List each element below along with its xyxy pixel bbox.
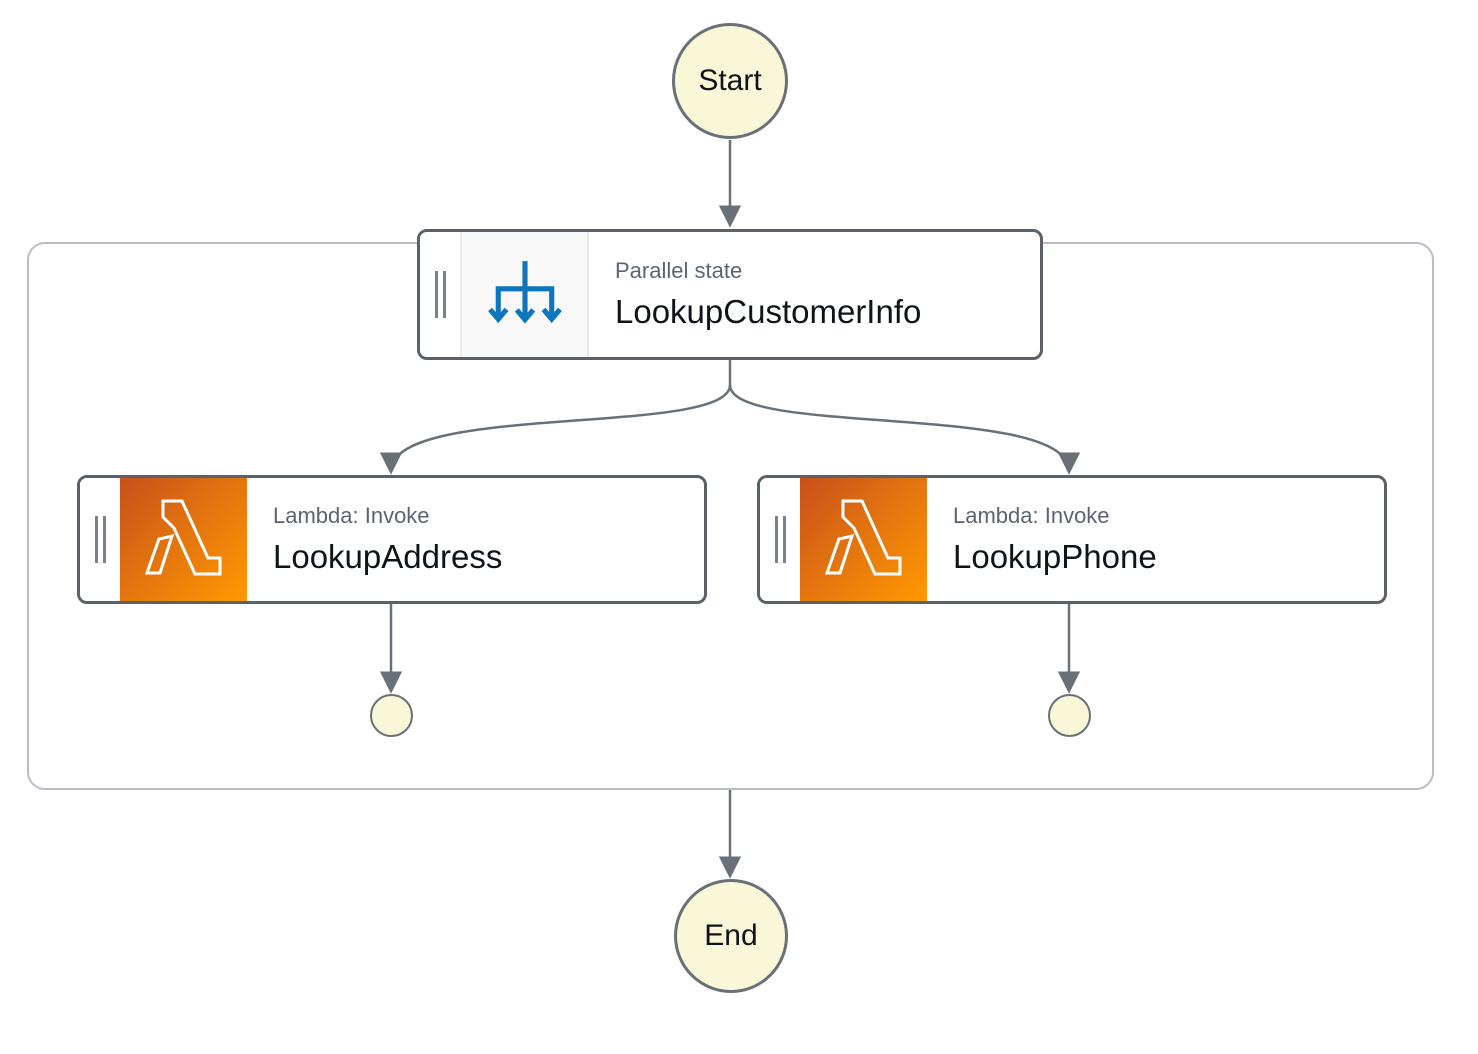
edge-fork-left xyxy=(379,384,732,475)
branch-terminal-node xyxy=(370,694,413,737)
parallel-fork-icon xyxy=(487,260,562,324)
parallel-state-name: LookupCustomerInfo xyxy=(615,293,922,330)
end-label: End xyxy=(704,919,758,952)
branch-terminal-node xyxy=(1048,694,1091,737)
lambda-type-label: Lambda: Invoke xyxy=(953,503,1110,528)
drag-handle-icon[interactable] xyxy=(420,232,462,357)
edge-fork-right xyxy=(728,384,1081,475)
parallel-state-node[interactable]: Parallel state LookupCustomerInfo xyxy=(417,229,1043,360)
parallel-state-icon-area xyxy=(462,232,589,357)
lambda-type-label: Lambda: Invoke xyxy=(273,503,430,528)
lambda-state-name: LookupAddress xyxy=(273,538,503,575)
lambda-icon-badge xyxy=(120,478,247,601)
lambda-icon xyxy=(144,499,221,575)
lambda-icon-badge xyxy=(800,478,927,601)
lambda-icon xyxy=(824,499,901,575)
lambda-state-name: LookupPhone xyxy=(953,538,1157,575)
lambda-invoke-node-lookup-address[interactable]: Lambda: Invoke LookupAddress xyxy=(77,475,707,604)
lambda-invoke-node-lookup-phone[interactable]: Lambda: Invoke LookupPhone xyxy=(757,475,1387,604)
start-label: Start xyxy=(698,64,762,97)
start-node: Start xyxy=(672,23,788,139)
parallel-state-type-label: Parallel state xyxy=(615,258,743,283)
end-node: End xyxy=(674,879,788,993)
drag-handle-icon[interactable] xyxy=(760,478,800,601)
drag-handle-icon[interactable] xyxy=(80,478,120,601)
